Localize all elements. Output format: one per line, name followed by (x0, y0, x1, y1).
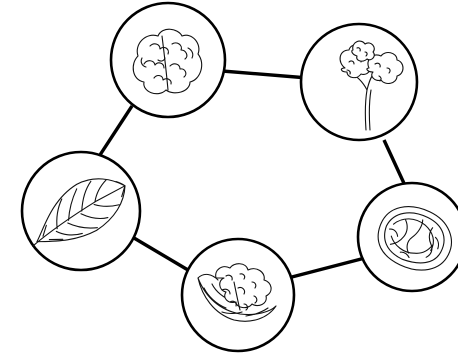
green-walnut-icon (377, 206, 452, 271)
walnut-kernel-icon (132, 28, 203, 95)
edge-leaf-to-kernel (96, 105, 134, 159)
node-circle (109, 1, 227, 119)
walnut-flower-icon (339, 40, 404, 131)
cracked-walnut-icon (197, 263, 277, 322)
edge-cracked-to-leaf (133, 236, 189, 272)
leaf-icon (31, 178, 126, 247)
node-cracked-walnut (180, 237, 296, 353)
cycle-edges (96, 68, 410, 280)
node-walnut-in-husk (356, 181, 458, 293)
edge-kernel-to-flower (209, 68, 309, 80)
node-flower (299, 22, 419, 142)
node-walnut-kernel (109, 1, 227, 119)
node-leaf (20, 150, 142, 272)
edge-husk-to-cracked (287, 256, 366, 280)
node-circle (356, 181, 458, 293)
